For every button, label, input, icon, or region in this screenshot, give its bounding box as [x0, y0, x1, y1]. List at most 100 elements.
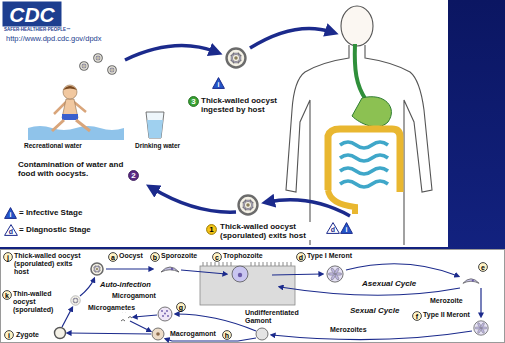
swimmer-figure [52, 120, 90, 131]
cycle-arrow [130, 321, 150, 331]
parasite-stage [162, 315, 164, 317]
legend-text: = Infective Stage [19, 208, 82, 217]
host-cell [232, 266, 248, 282]
callout-number: g [179, 304, 183, 311]
stage-letter: d [9, 228, 13, 235]
parasite-stage [463, 279, 479, 284]
cycle-arrow [106, 268, 152, 269]
callout-number: 2 [131, 172, 135, 180]
callout-number: b [153, 254, 157, 261]
stage-label: Sporozoite [161, 252, 197, 260]
stage-triangle: i [4, 207, 17, 219]
legend-text: = Diagnostic Stage [19, 225, 91, 234]
cycle-arrow [346, 264, 458, 276]
logo-text: CDC [9, 4, 55, 25]
stage-label: Zygote [16, 331, 39, 339]
callout-number: h [225, 332, 229, 339]
callout-circle-shape [3, 291, 12, 300]
callout-circle: b [150, 252, 160, 262]
stage-label: Thin-walled oocyst (sporulated) [13, 290, 61, 314]
callout-circle: d [296, 252, 306, 262]
parasite-stage [152, 328, 164, 340]
stage-label: Trophozoite [223, 252, 263, 260]
callout-circle: 1 [206, 224, 217, 235]
parasite-stage [161, 310, 163, 312]
stage-triangle: i [340, 222, 353, 234]
parasite-stage [256, 328, 268, 340]
callout-circle-shape [4, 253, 13, 262]
parasite-stage [55, 263, 489, 340]
stage-triangle: d [4, 224, 18, 236]
callout-circle-shape [223, 331, 232, 340]
callout-circle: j [3, 252, 13, 262]
stage-triangle-shape [213, 78, 225, 89]
stage-letter: i [346, 226, 348, 233]
parasite-stage [121, 311, 132, 322]
digestive-tract [340, 142, 388, 187]
cycle-title: Asexual Cycle [362, 279, 416, 288]
parasite-stage [161, 310, 169, 317]
cycle-title: Auto-infection [100, 281, 151, 290]
scene-label: Recreational water [24, 142, 82, 149]
callout-circle: i [4, 330, 14, 340]
stage-triangle-shape [5, 208, 17, 219]
stage-letter: i [218, 81, 220, 88]
callout-circle: a [108, 252, 118, 262]
stage-label: Merozoites [330, 326, 367, 334]
stage-letter: d [331, 226, 335, 233]
stage-label: Type II Meront [423, 311, 470, 319]
host-cell [200, 262, 295, 305]
parasite-stage [474, 321, 488, 335]
swimmer-figure [63, 85, 77, 99]
stage-triangle-shape [327, 223, 340, 234]
stage-label: Undifferentiated Gamont [245, 309, 317, 325]
stage-label: Macrogamont [170, 330, 216, 338]
parasite-stage [164, 313, 166, 315]
parasite-stage [91, 263, 103, 275]
callout-number: j [7, 254, 9, 261]
callout-number: d [299, 254, 303, 261]
cycle-arrow [125, 28, 350, 216]
callout-number: e [481, 264, 485, 271]
parasite-stage [327, 266, 343, 282]
swimmer-figure [63, 86, 77, 90]
callout-circle-shape [413, 312, 422, 321]
oocyst-drawing [80, 62, 89, 71]
human-figure [286, 6, 432, 245]
callout-circle: 2 [128, 170, 139, 181]
callout-number: f [416, 313, 418, 320]
stage-label: Thick-walled oocyst (sporulated) exits h… [14, 252, 88, 276]
callout-circle: 3 [188, 96, 199, 107]
source-url: http://www.dpd.cdc.gov/dpdx [6, 35, 101, 44]
oocyst-drawing [239, 196, 258, 215]
callout-number: c [215, 254, 219, 261]
callout-number: k [5, 292, 9, 299]
logo-box: CDC [3, 2, 61, 26]
logo-tagline: SAFER·HEALTHIER·PEOPLE™ [4, 27, 70, 32]
callout-circle-shape [177, 303, 186, 312]
stage-label: Thick-walled oocyst ingested by host [201, 96, 289, 114]
logo-box-shape [3, 2, 61, 26]
oocyst-drawing [227, 49, 246, 68]
cycle-title: Sexual Cycle [350, 306, 399, 315]
scene-label: Drinking water [135, 142, 180, 149]
stage-label: Microgametes [88, 304, 135, 312]
parasite-stage [166, 310, 168, 312]
callout-circle-shape [479, 263, 488, 272]
callout-circle-shape [151, 253, 160, 262]
parasite-stage [71, 296, 80, 305]
cycle-arrow [166, 338, 256, 341]
cycle-arrow [62, 264, 481, 341]
callout-circle: k [2, 290, 12, 300]
parasite-stage [156, 332, 160, 336]
human-figure [341, 6, 373, 46]
cycle-arrow [268, 200, 350, 216]
water-glass [146, 112, 164, 138]
callout-circle-shape [297, 253, 306, 262]
digestive-tract [328, 129, 400, 192]
parasite-stage [158, 307, 172, 321]
callout-circle-shape [213, 253, 222, 262]
stage-label: Microgamont [112, 292, 156, 300]
callout-circle-shape [5, 331, 14, 340]
cycle-arrow [80, 279, 94, 296]
